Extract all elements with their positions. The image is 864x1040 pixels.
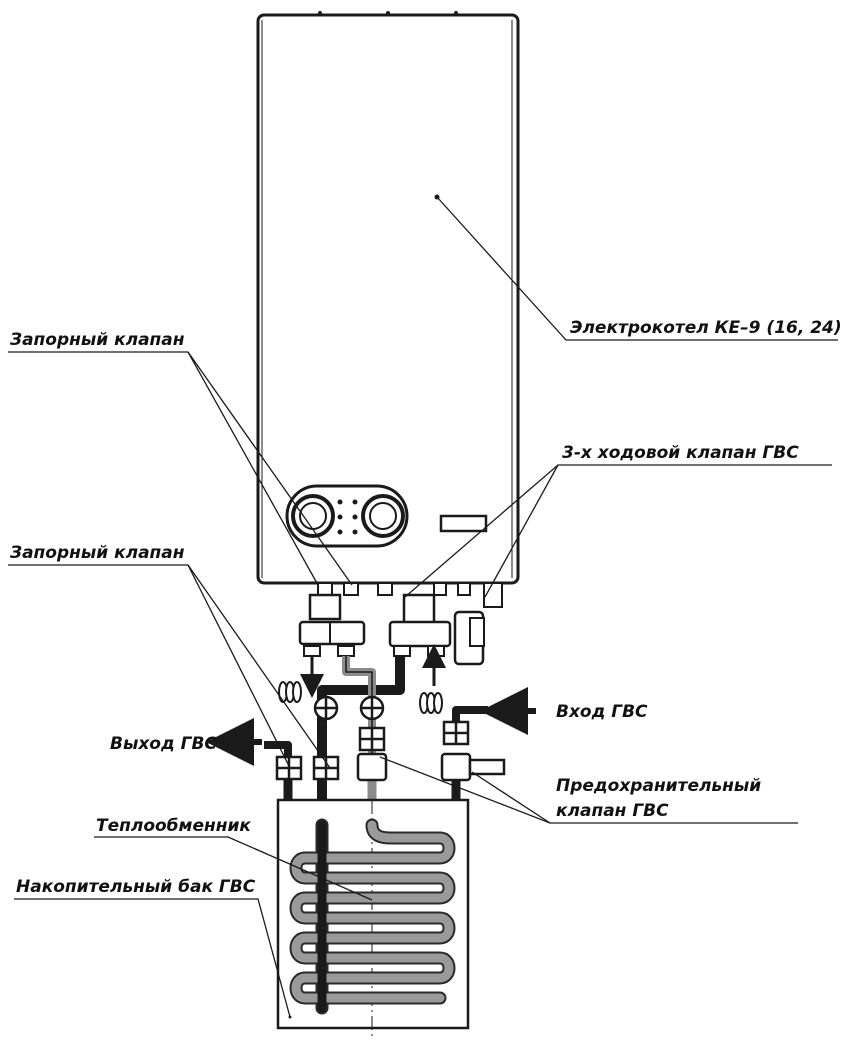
- heat-exchanger-label: Теплообменник: [96, 816, 251, 836]
- three-way-valve-label: 3-х ходовой клапан ГВС: [562, 443, 799, 463]
- control-panel: [285, 484, 409, 548]
- boiler-label: Электрокотел КЕ–9 (16, 24): [570, 318, 842, 338]
- shutoff-valves-upper: [298, 593, 366, 657]
- safety-valve-label-line2: клапан ГВС: [556, 801, 669, 821]
- shutoff-valves-lower: [275, 720, 506, 782]
- dhw-outlet-label: Выход ГВС: [110, 734, 217, 754]
- electric-boiler: [256, 11, 520, 608]
- flex-connector-right: [419, 692, 443, 714]
- shutoff-valve-mid-label: Запорный клапан: [9, 543, 185, 563]
- three-way-valve-body: [388, 593, 485, 666]
- leader-lines: [8, 196, 838, 1018]
- storage-tank-label: Накопительный бак ГВС: [16, 877, 256, 897]
- dhw-inlet-label: Вход ГВС: [556, 702, 648, 722]
- flex-connector-left: [278, 681, 302, 703]
- heat-exchanger-coil: [289, 818, 456, 1015]
- shutoff-valve-top-label: Запорный клапан: [9, 330, 185, 350]
- pipe-unions: [313, 695, 385, 721]
- safety-valve-label-line1: Предохранительный: [556, 776, 761, 796]
